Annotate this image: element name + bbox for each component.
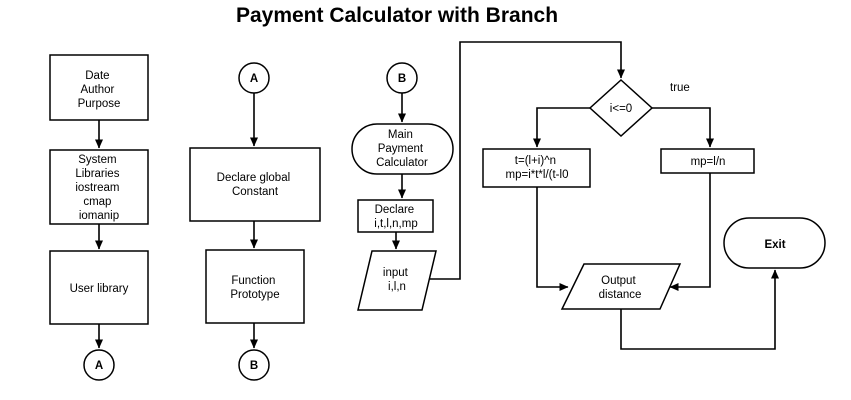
connector-b-in-label: B <box>398 73 406 85</box>
svg-text:t=(l+i)^n mp=i*t*l/(t-l0: t=(l+i)^n mp=i*t*l/(t-l0 <box>506 155 569 181</box>
connector-b-in: B <box>386 62 418 94</box>
system-libraries-box: System Libraries iostream cmap iomanip <box>49 149 149 225</box>
decision-diamond: i<=0 <box>588 78 654 138</box>
calc-box: t=(l+i)^n mp=i*t*l/(t-l0 <box>482 148 591 188</box>
edge-input-to-decision <box>430 41 625 280</box>
svg-text:input i,l,n: input i,l,n <box>383 267 411 293</box>
main-terminal-line: Main <box>388 129 413 141</box>
input-line: i,l,n <box>388 281 406 293</box>
exit-terminal: Exit <box>723 217 826 269</box>
true-branch-label: true <box>670 82 690 94</box>
output-parallelogram: Output distance <box>560 263 682 310</box>
header-box: Date Author Purpose <box>49 54 149 121</box>
function-prototype-line: Prototype <box>230 289 279 301</box>
edge-output-to-exit <box>620 269 779 350</box>
header-box-line: Author <box>80 84 114 96</box>
connector-a-in-label: A <box>250 73 258 85</box>
function-prototype-line: Function <box>231 275 275 287</box>
mp-box: mp=l/n <box>660 148 755 174</box>
diagram-title: Payment Calculator with Branch <box>236 4 558 27</box>
connector-b-out: B <box>238 349 270 381</box>
declare-global-box: Declare global Constant <box>189 147 321 222</box>
declare-vars-box: Declare i,t,l,n,mp <box>357 199 434 233</box>
output-line: Output <box>601 275 636 287</box>
main-terminal-line: Payment <box>378 143 424 155</box>
svg-text:Date Author Purpos: Date Author Purpose <box>78 70 121 110</box>
edge-decision-to-mp <box>652 107 714 148</box>
exit-label: Exit <box>764 239 785 251</box>
system-libraries-line: iostream <box>75 182 119 194</box>
svg-text:System Libraries i: System Libraries iostream cmap iomanip <box>75 154 122 222</box>
system-libraries-line: iomanip <box>79 210 119 222</box>
input-parallelogram: input i,l,n <box>357 250 437 311</box>
header-box-line: Date <box>85 70 109 82</box>
declare-global-line: Constant <box>232 186 279 198</box>
mp-box-label: mp=l/n <box>691 156 726 168</box>
connector-b-out-label: B <box>250 360 258 372</box>
system-libraries-line: cmap <box>83 196 111 208</box>
user-library-label: User library <box>70 283 129 295</box>
connector-a-in: A <box>238 62 270 94</box>
input-line: input <box>383 267 409 279</box>
declare-vars-line: i,t,l,n,mp <box>374 218 417 230</box>
declare-global-line: Declare global <box>217 172 291 184</box>
svg-text:Main Payment Calcu: Main Payment Calculator <box>376 129 428 169</box>
declare-vars-line: Declare <box>375 204 415 216</box>
system-libraries-line: Libraries <box>75 168 119 180</box>
edges <box>95 41 779 350</box>
svg-text:Output distance: Output distance <box>599 275 642 301</box>
connector-a-out-label: A <box>95 360 103 372</box>
decision-label: i<=0 <box>610 103 632 115</box>
main-terminal-line: Calculator <box>376 157 428 169</box>
edge-decision-to-calc <box>533 107 590 148</box>
svg-text:Declare global Constant: Declare global Constant <box>217 172 294 198</box>
user-library-box: User library <box>49 250 149 325</box>
svg-text:Declare i,t,l,n,mp: Declare i,t,l,n,mp <box>374 204 417 230</box>
header-box-line: Purpose <box>78 98 121 110</box>
main-terminal: Main Payment Calculator <box>351 123 454 175</box>
calc-box-line: t=(l+i)^n <box>515 155 556 167</box>
edge-calc-to-output <box>536 187 569 291</box>
system-libraries-line: System <box>78 154 116 166</box>
connector-a-out: A <box>83 349 115 381</box>
svg-text:Function Prototype: Function Prototype <box>230 275 279 301</box>
function-prototype-box: Function Prototype <box>205 249 305 324</box>
output-line: distance <box>599 289 642 301</box>
calc-box-line: mp=i*t*l/(t-l0 <box>506 169 569 181</box>
edge-mp-to-output <box>669 173 711 291</box>
